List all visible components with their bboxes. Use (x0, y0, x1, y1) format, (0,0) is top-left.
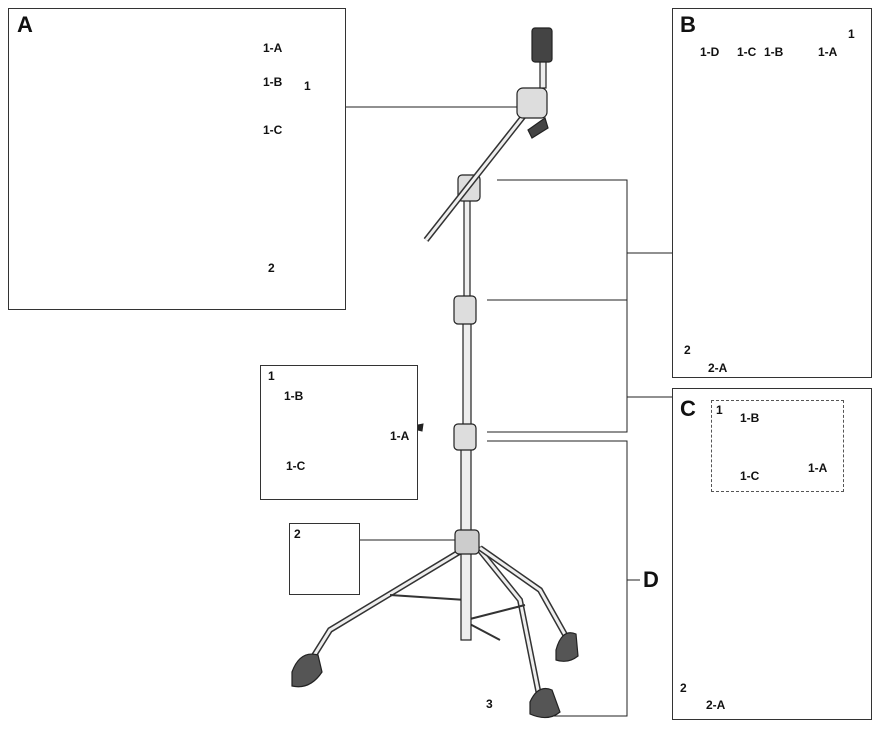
bracket-c (487, 299, 628, 433)
panel-c-label-1: 1 (716, 403, 723, 417)
panel-b-label-1-b: 1-B (764, 45, 784, 59)
panel-knob-callout (289, 523, 360, 595)
panel-a-label-1: 1 (304, 79, 311, 93)
panel-a-label-1-a: 1-A (263, 41, 283, 55)
panel-b-label-1-c: 1-C (737, 45, 757, 59)
panel-c (672, 388, 872, 720)
panel-a-label-1-b: 1-B (263, 75, 283, 89)
panel-clamp-callout (260, 365, 418, 500)
panel-a-letter: A (17, 12, 33, 37)
clamp-label-1-c: 1-C (286, 459, 306, 473)
clamp-label-1-b: 1-B (284, 389, 304, 403)
panel-c-label-1-c: 1-C (740, 469, 760, 483)
knob-label-2: 2 (294, 527, 301, 541)
panel-a-label-2: 2 (268, 261, 275, 275)
panel-c-part-1-group (711, 400, 844, 492)
stand-letter-d: D (643, 567, 659, 592)
clamp-label-1-a: 1-A (390, 429, 410, 443)
stand-foot-label-3: 3 (486, 697, 493, 711)
panel-b-label-1-d: 1-D (700, 45, 720, 59)
panel-a-label-1-c: 1-C (263, 123, 283, 137)
bracket-d (487, 440, 628, 717)
panel-a (8, 8, 346, 310)
panel-b-label-2: 2 (684, 343, 691, 357)
panel-c-letter: C (680, 396, 696, 421)
panel-c-label-1-b: 1-B (740, 411, 760, 425)
panel-c-label-1-a: 1-A (808, 461, 828, 475)
panel-b-letter: B (680, 12, 696, 37)
panel-c-label-2-a: 2-A (706, 698, 726, 712)
panel-b-label-1-a: 1-A (818, 45, 838, 59)
panel-c-label-2: 2 (680, 681, 687, 695)
panel-b (672, 8, 872, 378)
panel-b-label-2-a: 2-A (708, 361, 728, 375)
main-stand (291, 27, 579, 719)
panel-b-label-1: 1 (848, 27, 855, 41)
bracket-b (497, 179, 628, 301)
clamp-label-1: 1 (268, 369, 275, 383)
